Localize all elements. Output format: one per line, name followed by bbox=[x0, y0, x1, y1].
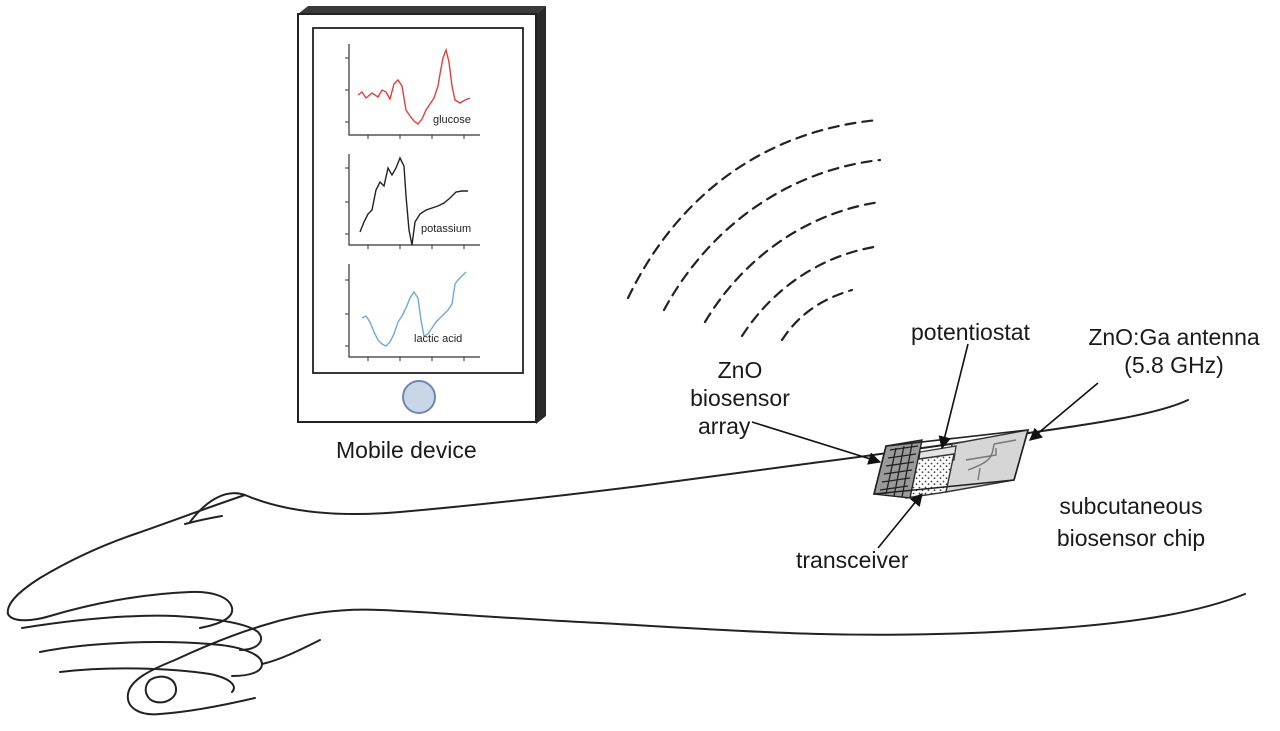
chip-label: subcutaneous biosensor chip bbox=[1026, 490, 1236, 554]
potentiostat-label: potentiostat bbox=[911, 319, 1030, 345]
zno-array-line-1: ZnO bbox=[717, 357, 763, 383]
signal-arc-5 bbox=[780, 288, 854, 342]
finger-4 bbox=[59, 667, 235, 693]
antenna-line-1: ZnO:Ga antenna bbox=[1088, 324, 1260, 350]
arrow-zno-array bbox=[751, 421, 882, 465]
plot-potassium-axes bbox=[348, 154, 480, 246]
plot-glucose-ticks bbox=[345, 57, 465, 139]
finger-3 bbox=[39, 641, 263, 677]
wireless-signal-arcs bbox=[626, 118, 882, 342]
device-top-shadow bbox=[298, 6, 546, 14]
hand-back bbox=[6, 494, 246, 622]
device-side-shadow bbox=[536, 6, 546, 424]
plot-glucose-axes bbox=[348, 44, 480, 136]
signal-arc-3 bbox=[703, 200, 882, 324]
plot-glucose bbox=[345, 44, 480, 139]
arrow-transceiver bbox=[877, 493, 923, 549]
finger-1 bbox=[49, 590, 234, 629]
wrist-crease bbox=[184, 515, 223, 525]
plot-lactic-acid bbox=[345, 264, 480, 361]
antenna-trace bbox=[965, 439, 1017, 481]
transceiver-label: transceiver bbox=[796, 547, 909, 573]
zno-array-electrodes bbox=[879, 443, 919, 498]
device-screen bbox=[312, 27, 524, 374]
plot-lactic-ticks bbox=[345, 279, 465, 361]
thumbnail bbox=[144, 675, 178, 704]
zno-array-line-2: biosensor bbox=[690, 385, 790, 411]
antenna-line-2: (5.8 GHz) bbox=[1124, 352, 1224, 378]
arrow-antenna bbox=[1029, 382, 1099, 441]
arm-outline bbox=[6, 399, 1246, 716]
chip-outline bbox=[872, 429, 1030, 495]
palm-edge bbox=[261, 639, 321, 665]
mobile-device-caption: Mobile device bbox=[336, 437, 477, 463]
signal-arc-4 bbox=[740, 244, 882, 338]
zno-array-line-3: array bbox=[698, 413, 751, 439]
plot-potassium-trace bbox=[359, 156, 468, 246]
arm-lower-edge bbox=[267, 593, 1246, 636]
plot-glucose-label: glucose bbox=[433, 114, 471, 126]
plot-potassium bbox=[345, 154, 480, 249]
signal-arc-2 bbox=[662, 158, 882, 312]
plot-lactic-trace bbox=[361, 271, 467, 347]
callout-arrows bbox=[751, 343, 1099, 549]
plot-lactic-acid-label: lactic acid bbox=[414, 333, 463, 345]
device-home-button bbox=[402, 380, 436, 414]
finger-2 bbox=[21, 614, 263, 651]
mobile-device bbox=[297, 6, 546, 424]
zno-array-label: ZnO biosensor array bbox=[680, 356, 800, 440]
plot-potassium-label: potassium bbox=[421, 223, 472, 235]
plot-potassium-ticks bbox=[345, 167, 465, 249]
plot-lactic-axes bbox=[348, 264, 480, 358]
chip-line-2: biosensor chip bbox=[1056, 525, 1206, 551]
chip-line-1: subcutaneous bbox=[1059, 493, 1203, 519]
signal-arc-1 bbox=[626, 118, 880, 300]
biosensor-chip bbox=[872, 429, 1030, 499]
antenna-label: ZnO:Ga antenna (5.8 GHz) bbox=[1068, 323, 1280, 379]
thumb bbox=[126, 623, 269, 716]
plot-glucose-trace bbox=[357, 47, 471, 125]
arrow-potentiostat bbox=[938, 343, 969, 450]
